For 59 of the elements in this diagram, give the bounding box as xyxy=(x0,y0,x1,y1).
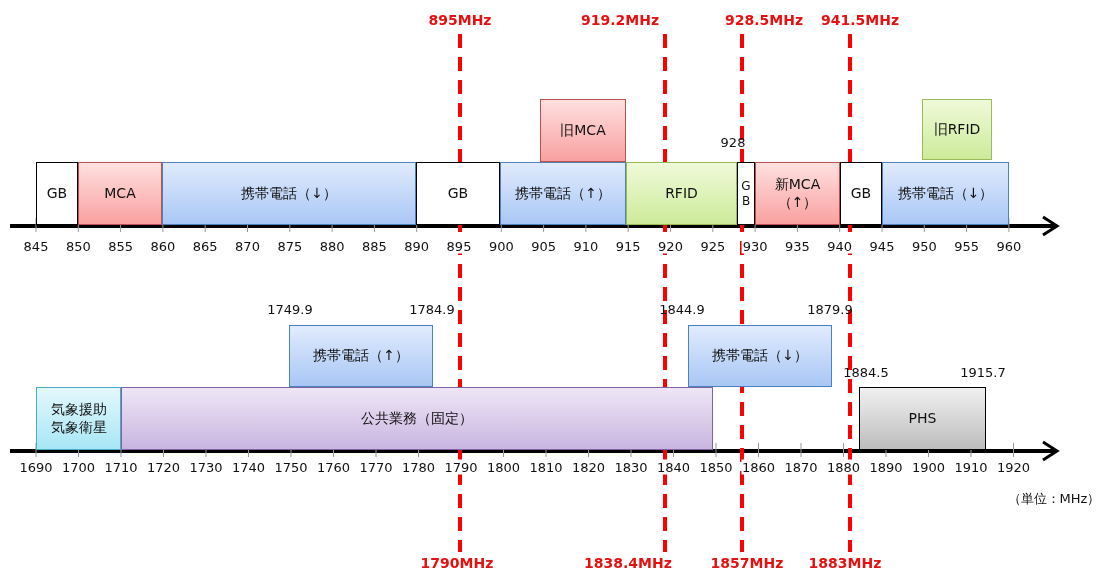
axis-tick-label: 1880 xyxy=(825,459,862,475)
axis-tick-label: 1840 xyxy=(655,459,692,475)
band-box xyxy=(289,325,433,387)
band-label: GB xyxy=(46,184,68,203)
band-edge-value: 1749.9 xyxy=(267,301,313,317)
band-label: 新MCA（↑） xyxy=(773,176,822,211)
band-edge-value: 1844.9 xyxy=(659,301,705,317)
band-box xyxy=(626,162,737,225)
band-box xyxy=(688,325,832,387)
band-label: RFID xyxy=(665,184,698,203)
guard-band-box xyxy=(416,162,500,225)
band-edge-value: 928 xyxy=(720,134,746,150)
band-box xyxy=(36,387,121,450)
band-label: MCA xyxy=(104,184,136,203)
band-box xyxy=(755,162,840,225)
frequency-marker-label: 941.5MHz xyxy=(820,12,900,28)
band-edge-value: 1884.5 xyxy=(843,364,889,380)
guard-band-box xyxy=(36,162,78,225)
band-label: 携帯電話（↑） xyxy=(515,184,611,203)
axis-tick-label: 920 xyxy=(657,238,684,254)
axis-tick-label: 940 xyxy=(826,238,854,254)
band-box xyxy=(540,99,626,162)
band-edge-value: 1915.7 xyxy=(960,364,1006,380)
band-box xyxy=(882,162,1009,225)
band-box xyxy=(121,387,713,450)
frequency-marker-label: 1790MHz xyxy=(420,555,494,571)
band-label: 旧RFID xyxy=(933,120,981,139)
frequency-marker-label: 919.2MHz xyxy=(580,12,660,28)
band-label: 携帯電話（↓） xyxy=(712,347,808,365)
band-edge-value: 1784.9 xyxy=(409,301,455,317)
frequency-marker-label: 928.5MHz xyxy=(724,12,804,28)
band-label: 携帯電話（↓） xyxy=(897,184,994,203)
band-label-line: 気象援助 xyxy=(50,401,107,419)
guard-band-box xyxy=(840,162,882,225)
frequency-marker-label: 1838.4MHz xyxy=(584,555,672,571)
frequency-marker-label: 1857MHz xyxy=(710,555,784,571)
band-label: GB xyxy=(447,184,469,203)
band-label-line: 気象衛星 xyxy=(50,418,107,436)
band-box xyxy=(162,162,416,225)
band-label: 携帯電話（↑） xyxy=(313,347,409,365)
frequency-marker-label: 1883MHz xyxy=(808,555,882,571)
band-edge-value: 1879.9 xyxy=(807,301,853,317)
axis-tick-label: 930 xyxy=(741,238,769,254)
frequency-marker-label: 895MHz xyxy=(428,12,492,28)
band-label: 旧MCA xyxy=(560,121,606,140)
band-label: 公共業務（固定） xyxy=(361,409,473,428)
band-box xyxy=(500,162,626,225)
axis-tick-label: 895 xyxy=(445,238,473,254)
unit-note: （単位：MHz） xyxy=(1007,490,1101,508)
axis-tick-label: 1860 xyxy=(740,459,777,475)
axis-tick-label: 1790 xyxy=(443,459,479,475)
band-box xyxy=(859,387,986,450)
band-label: 携帯電話（↓） xyxy=(241,184,337,203)
band-box xyxy=(78,162,162,225)
band-label: GB xyxy=(850,184,872,203)
band-label: PHS xyxy=(908,409,937,428)
band-box xyxy=(922,99,992,160)
guard-band-box xyxy=(737,162,755,225)
band-label: GB xyxy=(741,178,751,209)
